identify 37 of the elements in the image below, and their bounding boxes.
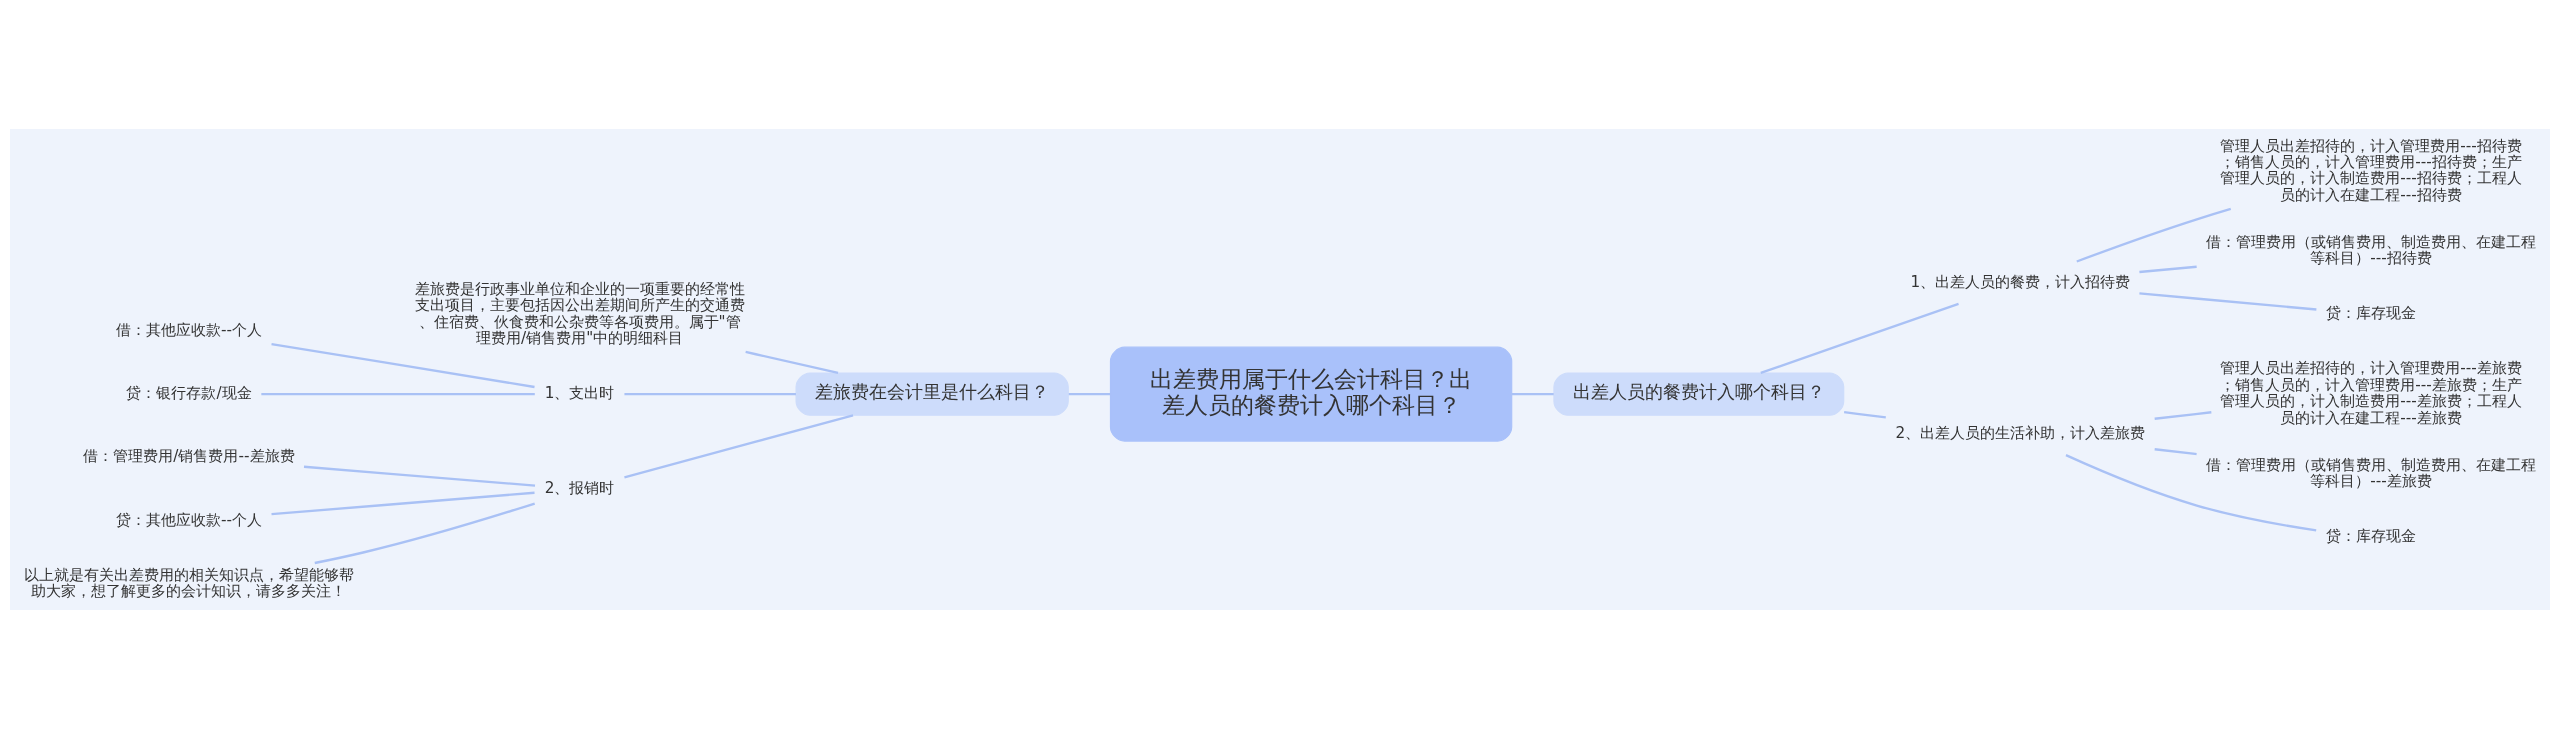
node-text: 1、出差人员的餐费，计入招待费: [1910, 272, 2131, 291]
connector: [2076, 207, 2232, 263]
node-text: 2、报销时: [544, 479, 615, 498]
connector: [2065, 454, 2317, 532]
connector: [271, 342, 535, 389]
node-text: 贷：银行存款/现金: [126, 384, 252, 403]
node-box: 差旅费在会计里是什么科目？: [795, 372, 1069, 416]
node-text: 借：其他应收款--个人: [115, 320, 262, 339]
connector: [2154, 411, 2212, 420]
node-text: 贷：库存现金: [2326, 304, 2417, 323]
connector: [314, 502, 536, 565]
node-text: 借：管理费用/销售费用--差旅费: [83, 447, 295, 466]
node-text: 借：管理费用（或销售费用、制造费用、在建工程等科目）---招待费: [2206, 232, 2537, 268]
connector: [2139, 265, 2197, 274]
node-text: 贷：库存现金: [2326, 527, 2417, 546]
node-box: 出差人员的餐费计入哪个科目？: [1553, 372, 1845, 416]
node-text: 差旅费是行政事业单位和企业的一项重要的经常性支出项目，主要包括因公出差期间所产生的交通费、住宿费、伙食费和公杂费等各项费用。属于"管理费用/销售费用"中的明细科目: [414, 279, 745, 347]
node-text: 管理人员出差招待的，计入管理费用---差旅费；销售人员的，计入管理费用---差旅费；生产管理人员的，计入制造费用---差旅费；工程人员的计入在建工程---差旅费: [2220, 359, 2522, 427]
connector: [1844, 411, 1886, 419]
connector: [1511, 392, 1554, 396]
connector: [624, 392, 796, 396]
node-text: 借：管理费用（或销售费用、制造费用、在建工程等科目）---差旅费: [2206, 455, 2537, 491]
node-text: 2、出差人员的生活补助，计入差旅费: [1895, 424, 2146, 443]
node-box: 出差费用属于什么会计科目？出差人员的餐费计入哪个科目？: [1109, 346, 1513, 442]
connector: [624, 414, 854, 479]
node-text: 以上就是有关出差费用的相关知识点，希望能够帮助大家，想了解更多的会计知识，请多多关注！: [23, 565, 354, 601]
node-text: 贷：其他应收款--个人: [115, 510, 262, 529]
node-text: 管理人员出差招待的，计入管理费用---招待费；销售人员的，计入管理费用---招待费；生产管理人员的，计入制造费用---招待费；工程人员的计入在建工程---招待费: [2220, 136, 2522, 204]
connector: [1068, 392, 1111, 396]
connector: [2154, 448, 2197, 456]
node-text: 1、支出时: [544, 384, 615, 403]
connector: [745, 350, 839, 375]
connector: [1760, 302, 1959, 374]
connector: [2139, 292, 2317, 311]
connector: [261, 392, 535, 396]
connector: [271, 491, 535, 516]
connector: [303, 465, 536, 487]
